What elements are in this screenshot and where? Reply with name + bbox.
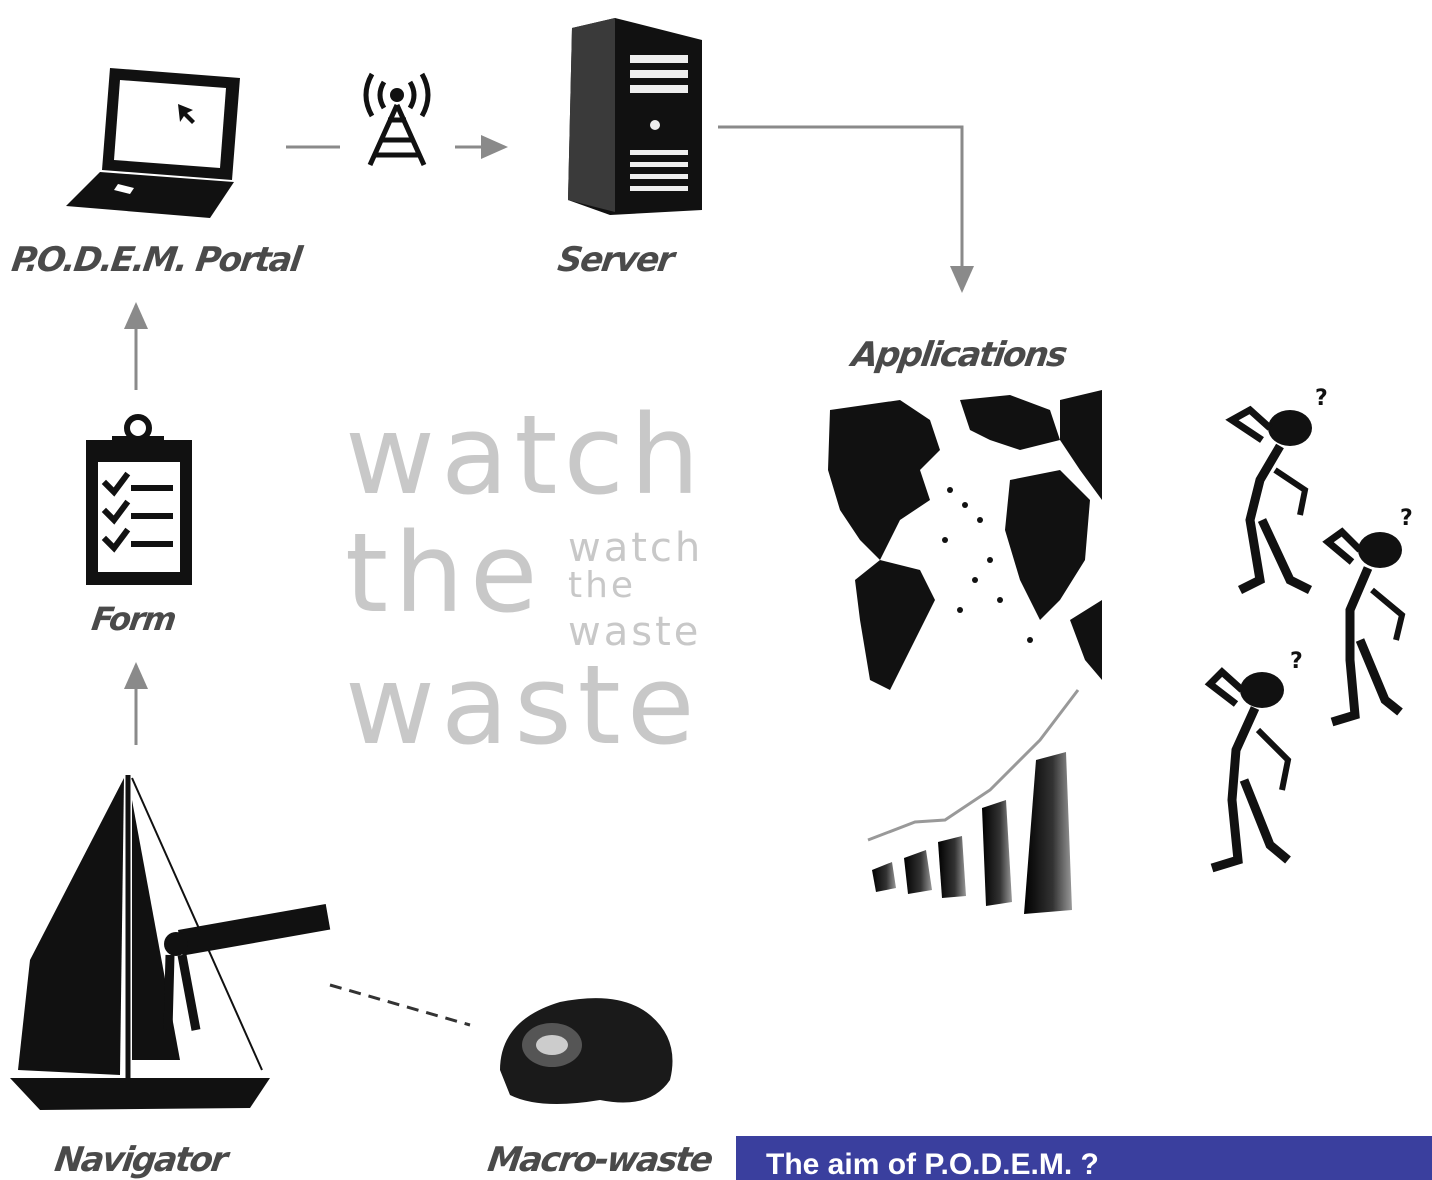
dashed-sight-line bbox=[330, 985, 470, 1025]
watermark-large-watch: watch bbox=[345, 400, 706, 510]
aim-banner-text: The aim of P.O.D.E.M. ? bbox=[766, 1148, 1099, 1180]
crushed-can-icon bbox=[500, 998, 673, 1104]
world-map-icon bbox=[828, 390, 1102, 690]
server-icon bbox=[568, 18, 702, 215]
laptop-icon bbox=[66, 68, 240, 218]
form-label: Form bbox=[89, 600, 177, 638]
portal-label: P.O.D.E.M. Portal bbox=[9, 240, 303, 280]
svg-text:?: ? bbox=[1290, 649, 1303, 674]
sailboat-icon bbox=[10, 775, 330, 1110]
navigator-label: Navigator bbox=[52, 1140, 229, 1180]
server-label: Server bbox=[555, 240, 675, 280]
antenna-icon bbox=[366, 74, 428, 165]
watermark-small-waste: waste bbox=[568, 612, 701, 652]
thinking-people-icon: ? ? ? bbox=[1210, 386, 1413, 868]
applications-label: Applications bbox=[849, 335, 1068, 375]
watermark-large-the: the bbox=[345, 518, 544, 628]
watermark-large-waste: waste bbox=[345, 650, 701, 760]
aim-banner: The aim of P.O.D.E.M. ? bbox=[736, 1136, 1432, 1180]
clipboard-icon bbox=[86, 417, 192, 585]
watermark-small-the: the bbox=[568, 568, 636, 604]
macro-waste-label: Macro-waste bbox=[485, 1140, 714, 1180]
bar-chart-icon bbox=[868, 690, 1078, 914]
arrow-server-applications bbox=[718, 127, 962, 290]
svg-text:?: ? bbox=[1315, 386, 1328, 411]
watermark-small-watch: watch bbox=[568, 528, 703, 568]
svg-text:?: ? bbox=[1400, 506, 1413, 531]
